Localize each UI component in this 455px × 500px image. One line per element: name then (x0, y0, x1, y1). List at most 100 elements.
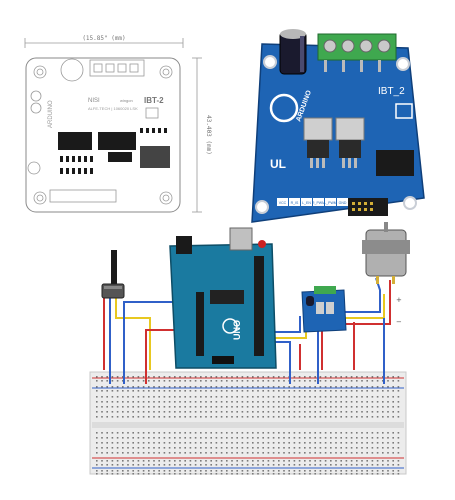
breadboard-hole (278, 380, 280, 382)
breadboard-hole (96, 460, 98, 462)
breadboard-hole (241, 464, 244, 466)
breadboard-hole (189, 460, 192, 462)
breadboard-hole (168, 442, 171, 444)
breadboard-hole (246, 473, 249, 475)
breadboard-hole (137, 416, 140, 418)
breadboard-hole (371, 390, 374, 392)
breadboard-hole (283, 464, 285, 466)
breadboard-hole (101, 437, 103, 439)
breadboard-hole (371, 470, 374, 472)
breadboard-hole (132, 380, 134, 382)
breadboard-hole (132, 376, 134, 378)
breadboard-hole (366, 380, 368, 382)
breadboard-hole (376, 470, 379, 472)
breadboard-hole (101, 447, 103, 449)
breadboard-hole (309, 380, 311, 382)
breadboard-hole (189, 390, 192, 392)
breadboard-hole (210, 442, 212, 444)
breadboard-hole (111, 401, 114, 403)
breadboard-hole (168, 437, 171, 439)
breadboard-hole (267, 447, 270, 449)
breadboard-hole (122, 452, 124, 454)
breadboard-hole (241, 401, 244, 403)
breadboard-hole (194, 452, 197, 454)
breadboard-hole (293, 411, 296, 413)
breadboard-hole (137, 452, 140, 454)
breadboard-hole (220, 437, 223, 439)
breadboard-hole (189, 401, 192, 403)
breadboard-hole (267, 470, 270, 472)
breadboard-hole (314, 401, 316, 403)
breadboard-hole (220, 411, 223, 413)
breadboard-hole (220, 380, 223, 382)
breadboard-hole (298, 464, 301, 466)
breadboard-hole (324, 380, 327, 382)
breadboard-hole (106, 411, 108, 413)
breadboard-hole (293, 432, 296, 434)
breadboard-hole (194, 447, 197, 449)
breadboard-hole (210, 452, 212, 454)
breadboard-hole (122, 464, 124, 466)
breadboard-hole (148, 464, 150, 466)
breadboard-hole (148, 396, 150, 398)
breadboard-hole (288, 396, 290, 398)
breadboard-hole (366, 376, 368, 378)
breadboard-hole (376, 442, 379, 444)
breadboard-hole (148, 437, 150, 439)
breadboard-hole (335, 380, 337, 382)
breadboard-hole (267, 376, 270, 378)
breadboard-hole (101, 376, 103, 378)
breadboard-hole (127, 473, 129, 475)
breadboard-hole (293, 401, 296, 403)
breadboard-hole (252, 406, 254, 408)
breadboard-hole (189, 437, 192, 439)
breadboard-hole (122, 432, 124, 434)
breadboard-hole (392, 416, 394, 418)
breadboard-hole (330, 390, 332, 392)
breadboard-hole (382, 411, 384, 413)
breadboard-hole (319, 396, 322, 398)
breadboard-hole (382, 442, 384, 444)
breadboard-hole (116, 464, 119, 466)
breadboard-hole (96, 452, 98, 454)
breadboard-hole (335, 470, 337, 472)
breadboard-hole (314, 411, 316, 413)
breadboard-hole (174, 464, 176, 466)
breadboard-hole (215, 376, 218, 378)
breadboard-hole (127, 401, 129, 403)
breadboard-hole (361, 447, 363, 449)
breadboard-hole (272, 406, 275, 408)
potentiometer (101, 250, 125, 299)
breadboard-hole (272, 376, 275, 378)
breadboard-hole (288, 437, 290, 439)
breadboard-hole (210, 406, 212, 408)
breadboard-hole (194, 386, 197, 388)
breadboard-hole (174, 380, 176, 382)
breadboard-hole (252, 411, 254, 413)
breadboard-hole (101, 432, 103, 434)
breadboard-hole (226, 442, 228, 444)
breadboard-hole (262, 380, 264, 382)
breadboard-hole (220, 396, 223, 398)
breadboard-hole (304, 406, 306, 408)
breadboard-hole (314, 452, 316, 454)
breadboard-hole (283, 396, 285, 398)
breadboard-hole (345, 396, 348, 398)
breadboard-hole (210, 473, 212, 475)
breadboard-hole (132, 401, 134, 403)
breadboard-hole (158, 432, 160, 434)
breadboard-hole (350, 416, 353, 418)
breadboard-hole (350, 460, 353, 462)
breadboard-hole (179, 460, 181, 462)
breadboard-hole (236, 464, 238, 466)
breadboard-hole (382, 380, 384, 382)
breadboard-hole (340, 447, 342, 449)
breadboard-hole (298, 401, 301, 403)
breadboard-hole (153, 390, 155, 392)
breadboard-hole (267, 473, 270, 475)
breadboard-hole (148, 401, 150, 403)
breadboard-hole (236, 386, 238, 388)
breadboard-hole (304, 442, 306, 444)
breadboard-hole (392, 411, 394, 413)
